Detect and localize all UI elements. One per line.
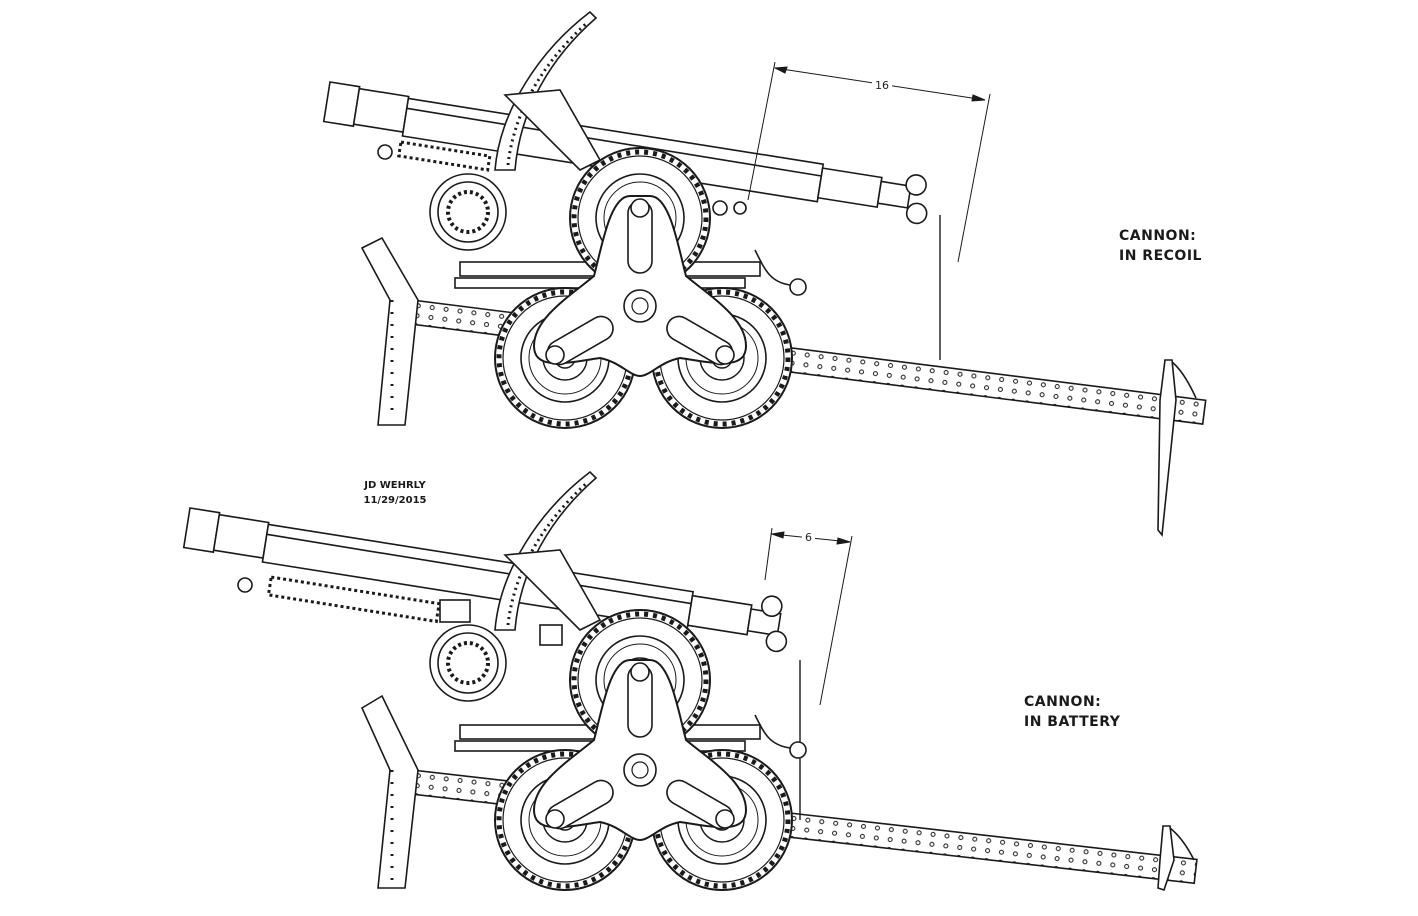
elevation-arc	[494, 470, 598, 631]
elevation-arc	[494, 10, 598, 171]
author-block: JD WEHRLY 11/29/2015	[355, 478, 435, 508]
battery-label-line2: IN BATTERY	[1024, 714, 1121, 730]
dimension-battery	[764, 527, 853, 706]
recoil-label-line2: IN RECOIL	[1119, 248, 1202, 264]
spade-bracket	[360, 694, 419, 889]
spade-bracket	[360, 236, 419, 426]
recoil-spring	[266, 575, 441, 624]
battery-label-line1: CANNON:	[1024, 694, 1102, 710]
ground-stake	[1157, 359, 1197, 538]
battery-view	[182, 470, 1198, 892]
recoil-spring	[397, 140, 492, 172]
dimension-label-battery: 6	[802, 531, 815, 544]
ground-stake	[1157, 825, 1195, 892]
recoil-view	[322, 10, 1207, 538]
battery-label: CANNON: IN BATTERY	[1024, 692, 1120, 732]
aux-wheel	[429, 173, 507, 251]
author-date: 11/29/2015	[363, 495, 427, 506]
recoil-label: CANNON: IN RECOIL	[1119, 226, 1202, 266]
dimension-label-recoil: 16	[872, 79, 892, 92]
aux-wheel	[429, 624, 507, 702]
recoil-label-line1: CANNON:	[1119, 228, 1197, 244]
author-name: JD WEHRLY	[364, 480, 426, 491]
